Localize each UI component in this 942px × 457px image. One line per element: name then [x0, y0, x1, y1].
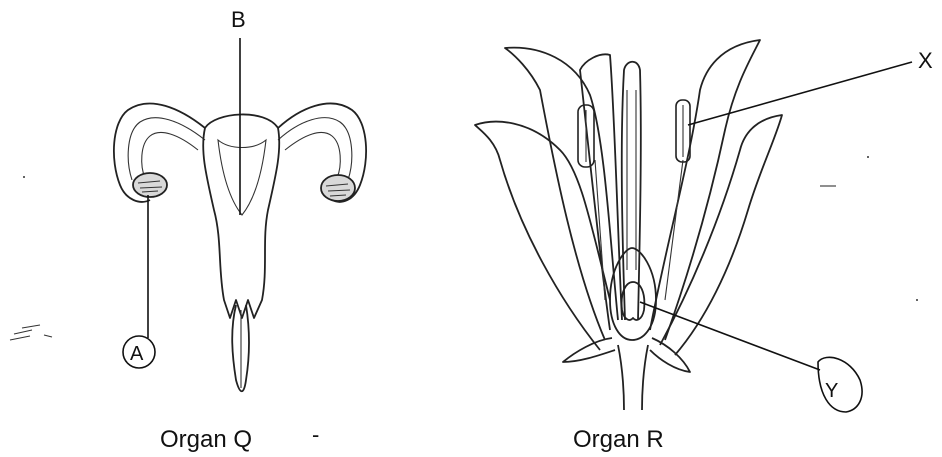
right-ovary [321, 175, 355, 201]
stray-dash: - [312, 422, 319, 447]
left-ovary [133, 173, 167, 197]
label-a: A [130, 343, 144, 365]
caption-organ-r: Organ R [573, 426, 664, 453]
flower-ovary [610, 248, 656, 340]
stray-mark [10, 325, 52, 340]
label-x: X [918, 48, 933, 73]
caption-organ-q: Organ Q [160, 426, 252, 453]
sepal-left [563, 338, 615, 362]
organ-r-drawing [475, 40, 912, 412]
label-y: Y [825, 380, 838, 402]
flower-stalk [618, 345, 648, 410]
uterus-body [203, 114, 279, 318]
label-b: B [231, 7, 246, 32]
organ-q-drawing [114, 38, 366, 391]
petal-right [650, 40, 760, 340]
